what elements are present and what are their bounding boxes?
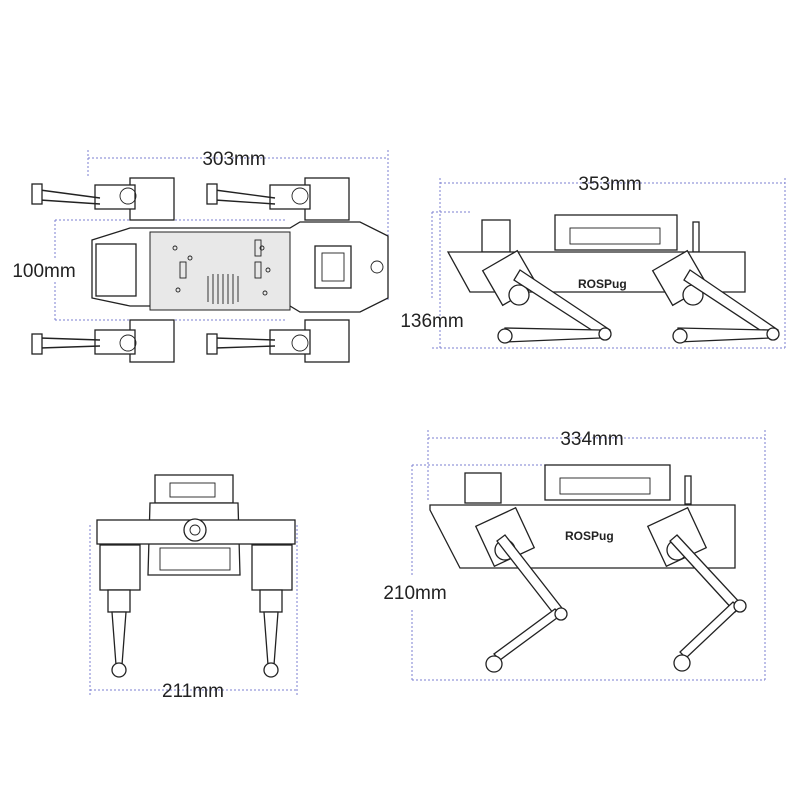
- side-view: 353mm 136mm ROSPug: [400, 174, 786, 349]
- standing-height-dimension: [411, 464, 765, 681]
- standing-height-label: 210mm: [383, 583, 446, 604]
- front-width-dimension: [89, 525, 298, 695]
- front-width-label: 211mm: [162, 681, 224, 702]
- standing-view: 334mm 210mm ROSPug: [383, 429, 766, 681]
- top-width-label: 303mm: [202, 149, 265, 170]
- standing-width-label: 334mm: [560, 429, 623, 450]
- side-leg-front: [481, 249, 612, 344]
- front-body: [96, 474, 296, 576]
- top-leg-front-left: [31, 177, 175, 221]
- side-height-dimension: [431, 211, 785, 349]
- side-width-label: 353mm: [578, 174, 641, 195]
- top-leg-rear-right: [206, 319, 350, 363]
- top-vent-grille: [207, 274, 239, 304]
- top-view: 303mm 100mm: [12, 149, 389, 363]
- front-view: 211mm: [89, 474, 298, 702]
- side-logo: ROSPug: [578, 277, 627, 291]
- top-body: [91, 221, 389, 313]
- top-leg-front-right: [206, 177, 350, 221]
- side-leg-rear: [651, 249, 780, 344]
- top-leg-rear-left: [31, 319, 175, 363]
- side-width-dimension: [439, 178, 786, 348]
- front-leg-right: [251, 544, 293, 678]
- standing-leg-rear: [646, 506, 747, 672]
- side-height-label: 136mm: [400, 311, 463, 332]
- standing-leg-front: [474, 506, 568, 673]
- front-leg-left: [99, 544, 141, 678]
- standing-width-dimension: [427, 430, 766, 680]
- top-height-label: 100mm: [12, 261, 75, 282]
- standing-logo: ROSPug: [565, 529, 614, 543]
